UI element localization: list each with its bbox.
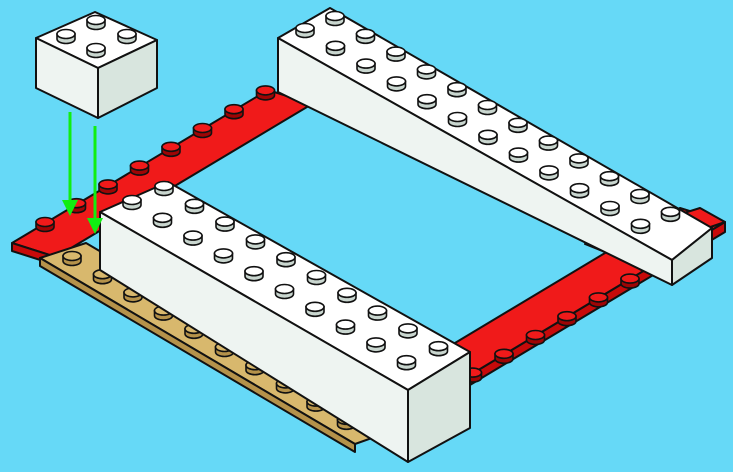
brick-stud [245, 267, 263, 281]
plate-stud [558, 312, 576, 326]
brick-stud [399, 324, 417, 338]
brick-stud [327, 41, 345, 55]
brick-stud [601, 172, 619, 186]
brick-stud [418, 65, 436, 79]
brick-stud [337, 320, 355, 334]
tan-stud [63, 252, 81, 266]
plate-stud [590, 293, 608, 307]
loose-brick-stud [87, 16, 105, 30]
brick-stud [570, 154, 588, 168]
brick-stud [369, 306, 387, 320]
brick-stud [448, 83, 466, 97]
brick-stud [398, 356, 416, 370]
brick-stud [154, 213, 172, 227]
brick-stud [296, 24, 314, 38]
brick-stud [479, 130, 497, 144]
brick-stud [338, 288, 356, 302]
brick-stud [357, 29, 375, 43]
brick-stud [571, 184, 589, 198]
brick-stud [308, 271, 326, 285]
brick-stud [510, 148, 528, 162]
brick-stud [449, 113, 467, 127]
brick-stud [367, 338, 385, 352]
plate-stud [99, 180, 117, 194]
brick-stud [662, 207, 680, 221]
plate-stud [131, 161, 149, 175]
loose-brick-stud [118, 30, 136, 44]
loose-brick-stud [57, 30, 75, 44]
brick-stud [326, 12, 344, 26]
plate-stud [257, 86, 275, 100]
brick-stud [540, 136, 558, 150]
plate-stud [162, 142, 180, 156]
brick-stud [632, 219, 650, 233]
brick-stud [247, 235, 265, 249]
brick-stud [215, 249, 233, 263]
brick-stud [418, 95, 436, 109]
brick-stud [387, 47, 405, 61]
brick-stud [155, 182, 173, 196]
brick-stud [277, 253, 295, 267]
brick-stud [276, 285, 294, 299]
brick-stud [388, 77, 406, 91]
loose-brick-stud [87, 44, 105, 58]
brick-stud [631, 190, 649, 204]
brick-stud [430, 342, 448, 356]
brick-stud [357, 59, 375, 73]
brick-stud [509, 118, 527, 132]
plate-stud [225, 105, 243, 119]
brick-stud [306, 302, 324, 316]
brick-stud [601, 202, 619, 216]
plate-stud [194, 124, 212, 138]
plate-stud [495, 349, 513, 363]
plate-stud [621, 274, 639, 288]
brick-stud [216, 217, 234, 231]
plate-stud [36, 218, 54, 232]
brick-stud [184, 231, 202, 245]
brick-stud [186, 199, 204, 213]
plate-stud [527, 331, 545, 345]
brick-stud [479, 101, 497, 115]
brick-stud [540, 166, 558, 180]
brick-stud [123, 196, 141, 210]
